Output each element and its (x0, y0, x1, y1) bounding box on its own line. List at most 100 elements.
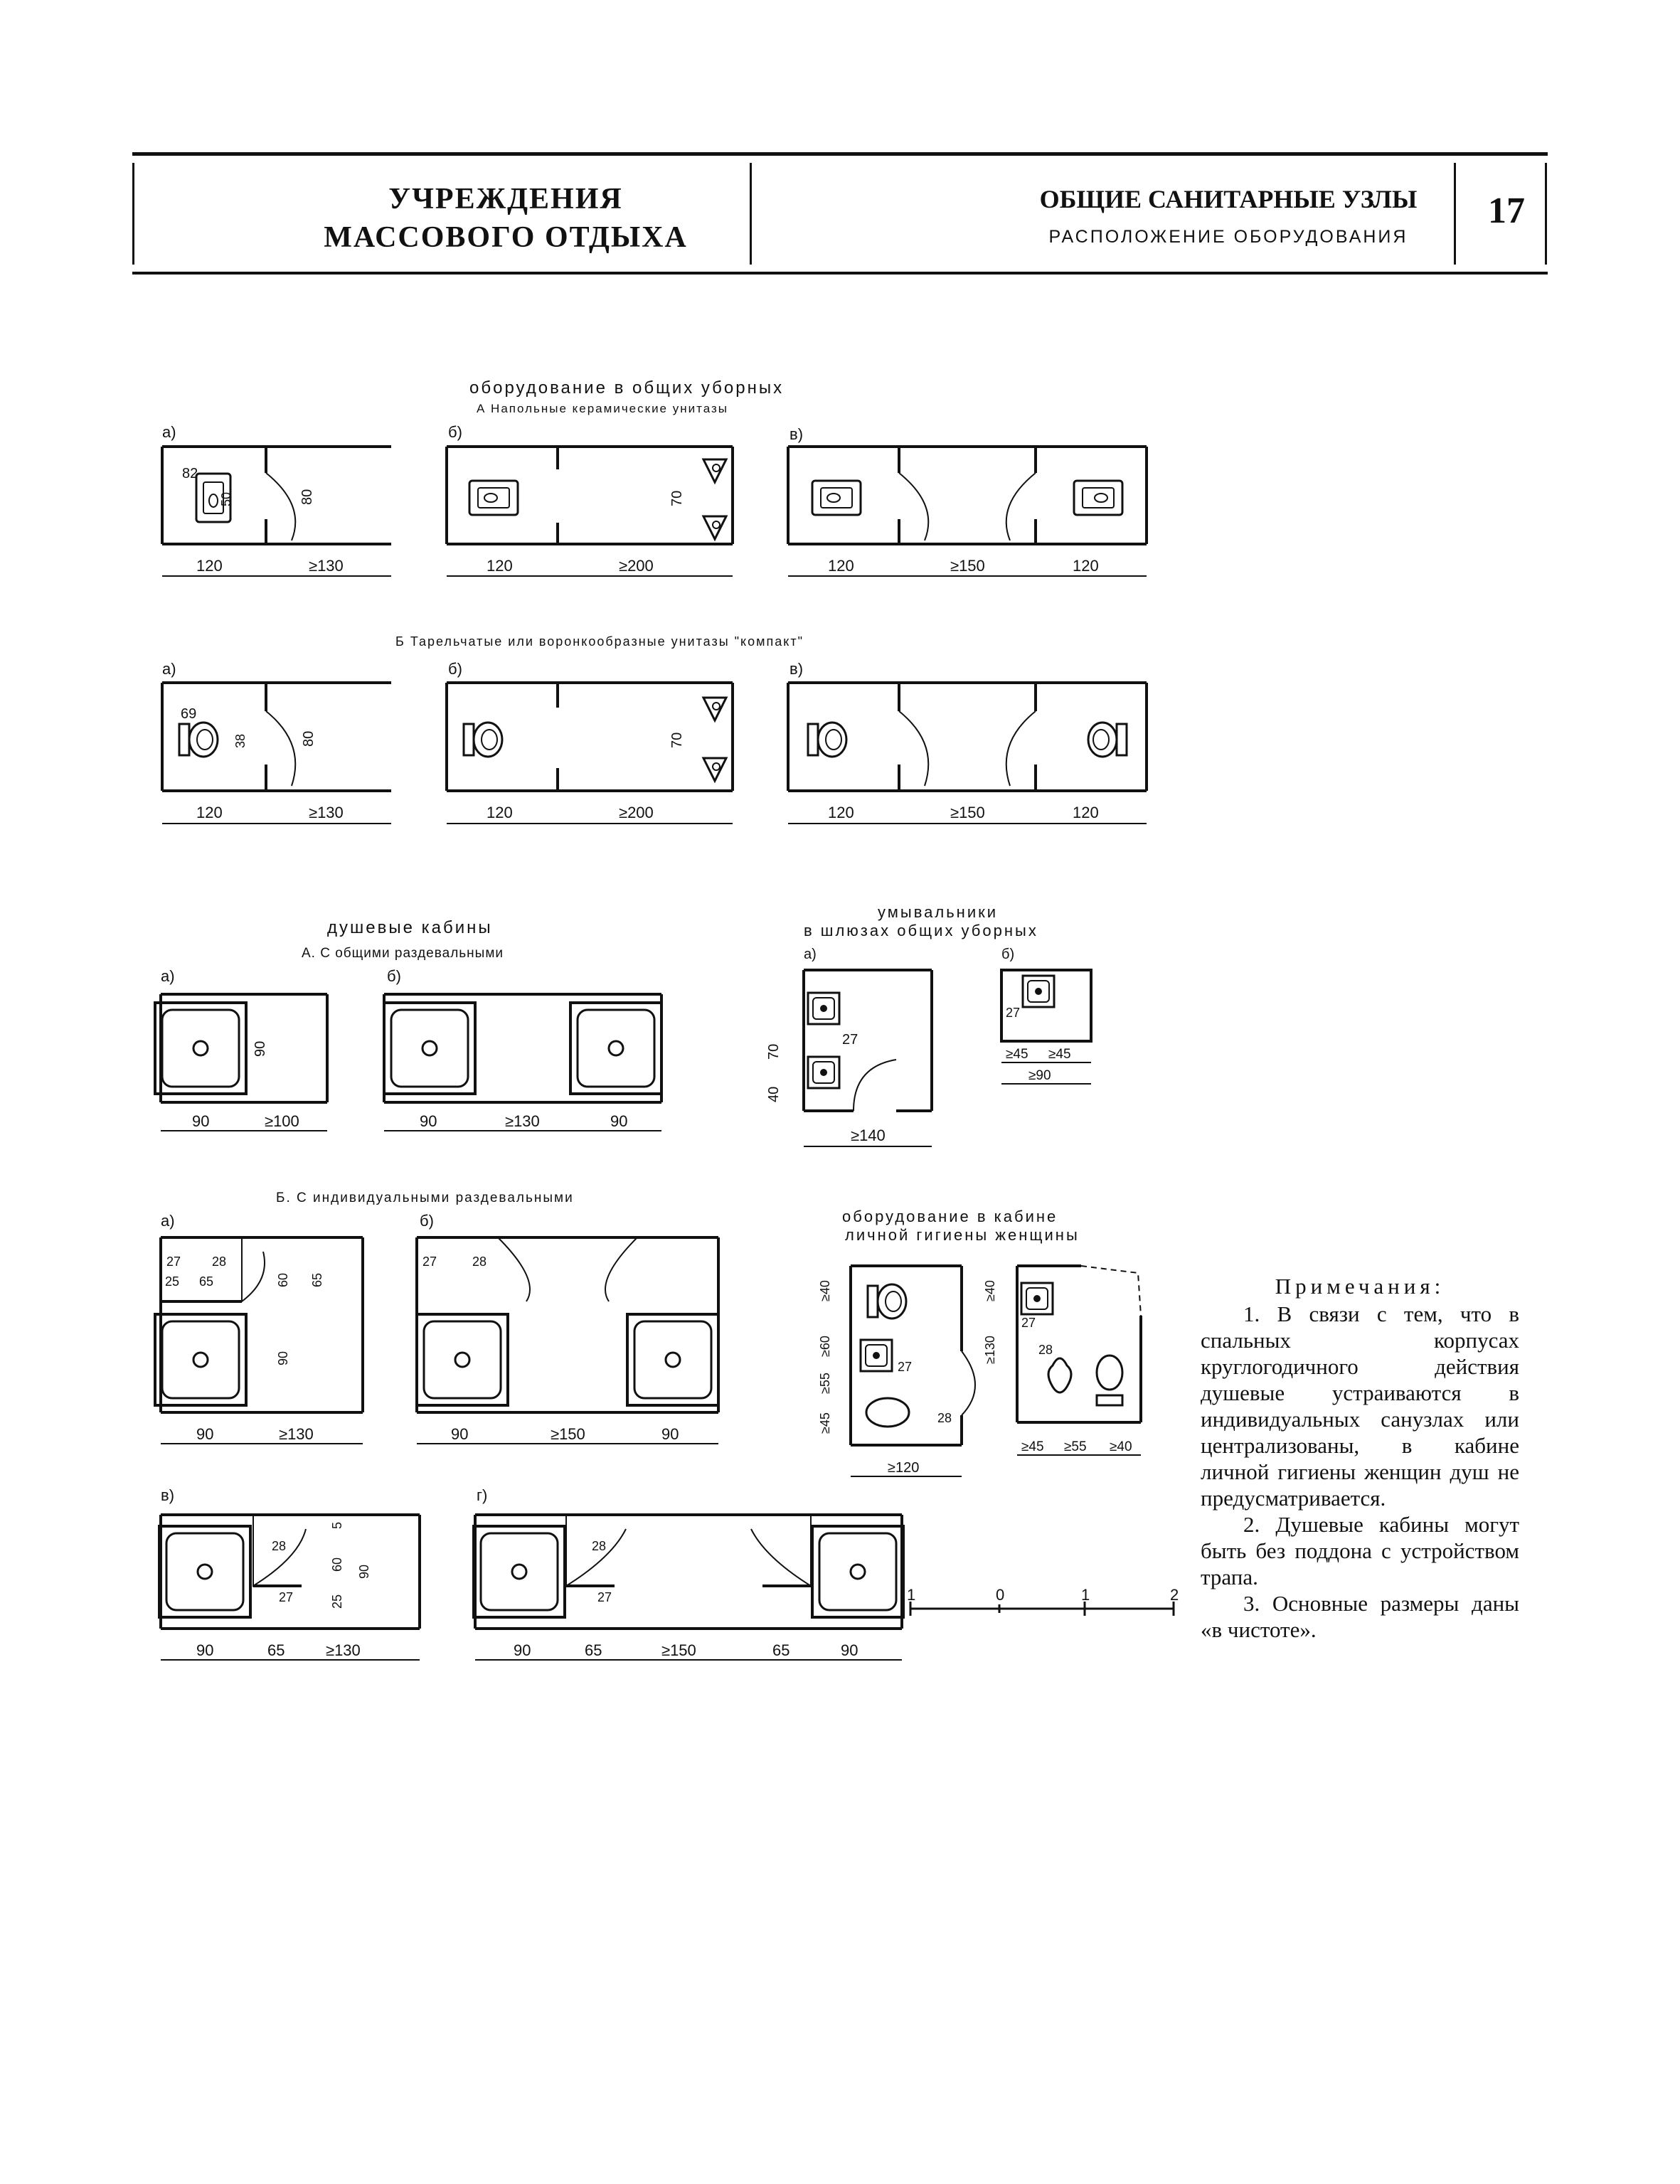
dim-120: 120 (196, 557, 223, 575)
dim-90: 90 (252, 1041, 268, 1057)
dim-120: 120 (196, 804, 223, 821)
dim-70: 70 (669, 733, 685, 748)
dim-27: 27 (597, 1590, 612, 1604)
label-v: в) (790, 660, 803, 678)
dim-28: 28 (937, 1411, 952, 1425)
dim-120: 120 (487, 804, 513, 821)
plan-b1: б) 70 120 ≥200 (445, 423, 734, 577)
dim-60: 60 (276, 1273, 290, 1287)
label-b: б) (387, 967, 401, 985)
dim-25: 25 (330, 1594, 344, 1609)
dim-ge100: ≥100 (265, 1112, 299, 1130)
plan-v1: в) 120 ≥150 120 (787, 425, 1148, 577)
dim-120: 120 (828, 557, 854, 575)
dim-27: 27 (279, 1590, 293, 1604)
washbasins-title-1: умывальники (878, 903, 998, 921)
washbasins-title-2: в шлюзах общих уборных (804, 922, 1038, 939)
shower-g: г) 28 27 90 65 ≥150 65 90 (472, 1486, 905, 1661)
header-block: УЧРЕЖДЕНИЯ МАССОВОГО ОТДЫХА ОБЩИЕ САНИТА… (132, 152, 1548, 275)
dim-ge200: ≥200 (619, 557, 654, 575)
dim-90: 90 (196, 1641, 213, 1659)
dim-ge120: ≥120 (888, 1460, 919, 1476)
dim-28: 28 (592, 1539, 606, 1553)
dim-ge150: ≥150 (950, 804, 985, 821)
dim-ge130: ≥130 (279, 1425, 314, 1443)
label-a: а) (161, 1212, 175, 1230)
label-v: в) (161, 1486, 174, 1504)
dim-ge130: ≥130 (983, 1336, 997, 1364)
label-g: г) (477, 1486, 487, 1504)
dim-65: 65 (585, 1641, 602, 1659)
washbasin-a: а) 27 70 40 ≥140 (766, 947, 933, 1147)
dim-90: 90 (420, 1112, 437, 1130)
dim-120: 120 (1073, 804, 1099, 821)
dim-ge45: ≥45 (1048, 1047, 1071, 1062)
dim-ge45: ≥45 (1021, 1439, 1044, 1454)
label-a: а) (161, 967, 175, 985)
header-divider (1454, 163, 1456, 265)
dim-27: 27 (1021, 1316, 1036, 1330)
page-title: ОБЩИЕ САНИТАРНЫЕ УЗЛЫ (1039, 185, 1418, 213)
note-1: 1. В связи с тем, что в спальных корпуса… (1201, 1301, 1519, 1511)
note-2: 2. Душевые кабины могут быть без поддона… (1201, 1512, 1519, 1589)
dim-90: 90 (610, 1112, 627, 1130)
label-a: а) (162, 423, 176, 441)
dim-27: 27 (166, 1255, 181, 1269)
header-border (132, 163, 134, 265)
showers-title: душевые кабины (327, 918, 493, 937)
page-subtitle: РАСПОЛОЖЕНИЕ ОБОРУДОВАНИЯ (1048, 227, 1408, 247)
dim-120: 120 (1073, 557, 1099, 575)
dim-5: 5 (330, 1522, 344, 1529)
dim-38: 38 (233, 734, 248, 748)
dim-40: 40 (766, 1087, 782, 1102)
dim-ge40: ≥40 (1110, 1439, 1132, 1454)
dim-120: 120 (487, 557, 513, 575)
showers-sub-a: А. С общими раздевальными (302, 946, 504, 961)
dim-90: 90 (192, 1112, 209, 1130)
dim-ge150: ≥150 (551, 1425, 585, 1443)
dim-65: 65 (267, 1641, 285, 1659)
shower-a1: а) 90 90 ≥100 (154, 967, 329, 1131)
notes-title: Примечания: (1275, 1274, 1445, 1299)
section-title: УЧРЕЖДЕНИЯ МАССОВОГО ОТДЫХА (324, 183, 688, 254)
dim-ge130: ≥130 (309, 804, 344, 821)
dim-27: 27 (898, 1360, 912, 1374)
dim-90: 90 (841, 1641, 858, 1659)
plan-b2: б) 70 120 ≥200 (445, 660, 734, 824)
scale-bar: 1 0 1 2 (907, 1586, 1179, 1616)
dim-27: 27 (1006, 1006, 1020, 1020)
dim-ge130: ≥130 (326, 1641, 361, 1659)
label-a: а) (804, 947, 817, 962)
header-border (1545, 163, 1547, 265)
dim-90: 90 (357, 1565, 371, 1579)
dim-27: 27 (842, 1032, 858, 1048)
hygiene-plan-2: 27 28 ≥40 ≥130 ≥45 ≥55 ≥40 (983, 1264, 1142, 1456)
dim-ge45: ≥45 (1006, 1047, 1028, 1062)
dim-ge40: ≥40 (983, 1280, 997, 1301)
dim-50: 50 (219, 492, 233, 506)
notes-block: Примечания: 1. В связи с тем, что в спал… (1201, 1273, 1519, 1643)
dim-25: 25 (165, 1274, 179, 1289)
label-b: б) (1001, 947, 1014, 962)
dim-ge130: ≥130 (505, 1112, 540, 1130)
label-a: а) (162, 660, 176, 678)
plan-a2: а) 69 38 80 120 ≥130 (161, 660, 391, 824)
dim-82: 82 (182, 466, 198, 481)
dim-70: 70 (766, 1044, 782, 1060)
scale-label: 0 (996, 1586, 1004, 1604)
note-3: 3. Основные размеры даны «в чистоте». (1201, 1591, 1519, 1642)
washbasin-b: б) 27 ≥45 ≥45 ≥90 (1000, 947, 1092, 1085)
dim-90: 90 (661, 1425, 679, 1443)
dim-ge45: ≥45 (818, 1412, 832, 1434)
dim-65: 65 (199, 1274, 213, 1289)
dim-28: 28 (272, 1539, 286, 1553)
dim-60: 60 (330, 1557, 344, 1572)
toilets-title: оборудование в общих уборных (469, 378, 784, 398)
shower-a2: а) 27 28 25 65 60 65 90 90 ≥130 (154, 1212, 364, 1444)
label-v: в) (790, 425, 803, 443)
scale-label: 1 (907, 1586, 915, 1604)
shower-b2: б) 27 28 90 ≥150 90 (415, 1212, 720, 1444)
dim-90: 90 (514, 1641, 531, 1659)
dim-ge200: ≥200 (619, 804, 654, 821)
